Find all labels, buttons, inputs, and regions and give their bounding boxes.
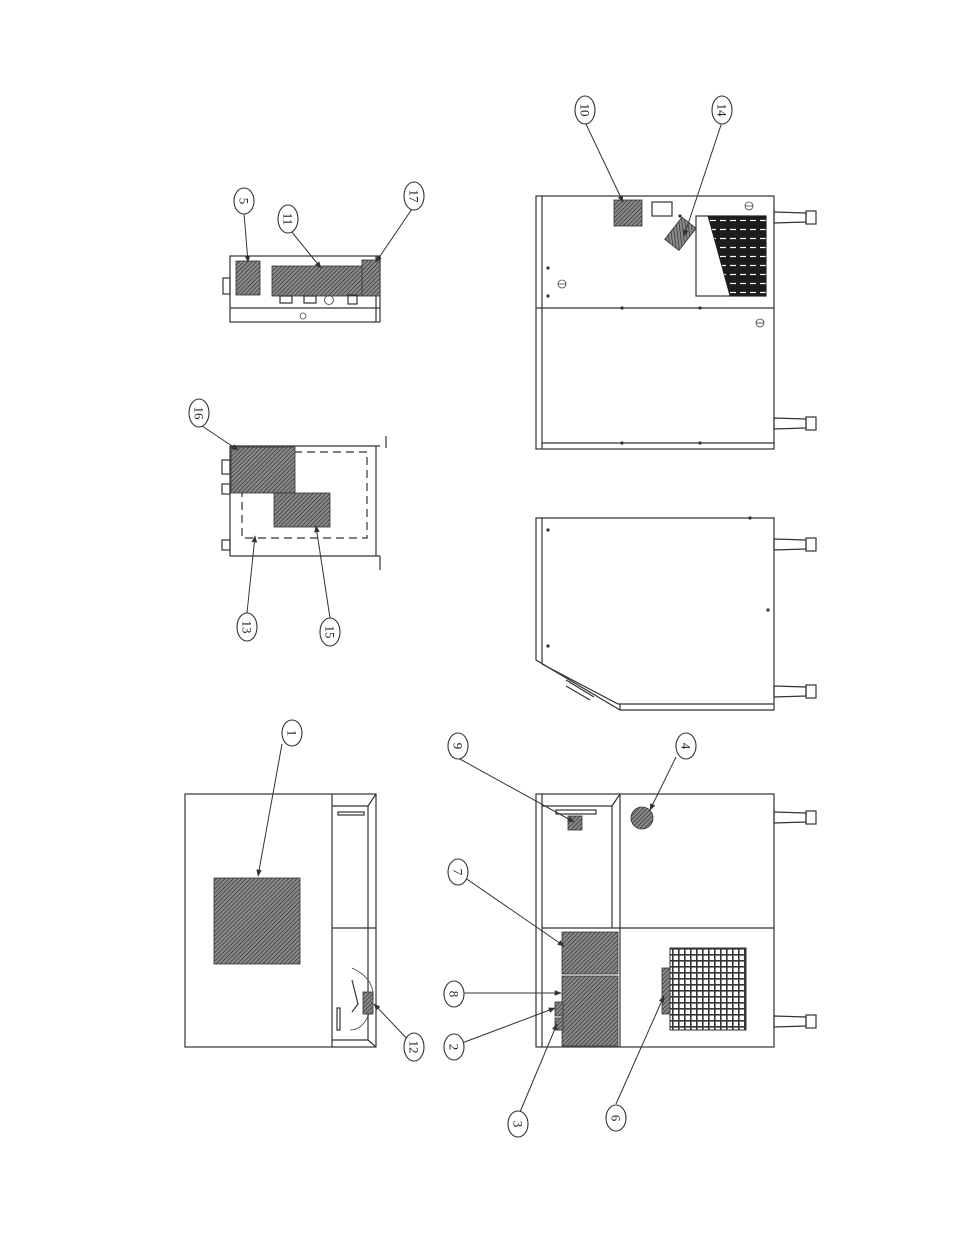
callout-9: 9	[448, 733, 468, 759]
callout-10: 10	[575, 96, 595, 124]
callout-7: 7	[448, 859, 468, 885]
end-view	[222, 436, 386, 570]
control-side-view	[536, 794, 816, 1047]
callout-14: 14	[712, 96, 732, 124]
front-view	[185, 794, 376, 1047]
label-5-area	[236, 261, 260, 295]
top-view	[223, 256, 380, 322]
callout-13-label: 13	[240, 621, 255, 634]
callout-11: 11	[278, 205, 298, 233]
callout-12-label: 12	[407, 1041, 422, 1054]
label-15-area	[274, 493, 330, 527]
label-10-area	[614, 200, 642, 226]
label-4-area	[631, 807, 653, 829]
label-11-area	[272, 266, 364, 296]
callout-4: 4	[676, 733, 696, 759]
label-8-area	[562, 976, 618, 1046]
callout-16-label: 16	[192, 407, 207, 421]
callout-2: 2	[444, 1034, 464, 1060]
label-16-area	[231, 447, 295, 493]
callout-3: 3	[508, 1111, 528, 1137]
callout-1-label: 1	[285, 730, 300, 737]
callout-8-label: 8	[447, 991, 462, 998]
callout-6: 6	[606, 1105, 626, 1131]
label-2-area	[555, 1002, 563, 1016]
callout-16: 16	[189, 399, 209, 427]
callout-7-label: 7	[451, 869, 466, 876]
callout-8: 8	[444, 981, 464, 1007]
callout-bubbles: 1 2 3 4 5 6 7 8	[189, 96, 732, 1137]
callout-17: 17	[404, 182, 424, 210]
callout-2-label: 2	[447, 1044, 462, 1051]
side-view	[536, 516, 816, 710]
label-7-area	[562, 932, 618, 974]
callout-4-label: 4	[679, 743, 694, 750]
label-3-area	[555, 1018, 563, 1030]
callout-11-label: 11	[281, 213, 296, 226]
callout-17-label: 17	[407, 190, 422, 204]
callout-6-label: 6	[609, 1115, 624, 1122]
label-1-area	[214, 878, 300, 964]
callout-15: 15	[320, 618, 340, 646]
rear-view	[536, 196, 816, 449]
callout-12: 12	[404, 1033, 424, 1061]
label-6-area	[662, 968, 670, 1014]
label-9-area	[568, 816, 582, 830]
callout-5: 5	[234, 188, 254, 214]
callout-14-label: 14	[715, 104, 730, 118]
label-14-area	[665, 217, 696, 250]
label-12-area	[363, 992, 373, 1014]
callout-9-label: 9	[451, 743, 466, 750]
callout-1: 1	[282, 720, 302, 746]
label-17-area	[362, 260, 380, 296]
callout-5-label: 5	[237, 198, 252, 205]
callout-15-label: 15	[323, 626, 338, 639]
callout-3-label: 3	[511, 1121, 526, 1128]
callout-13: 13	[237, 613, 257, 641]
callout-10-label: 10	[578, 104, 593, 117]
